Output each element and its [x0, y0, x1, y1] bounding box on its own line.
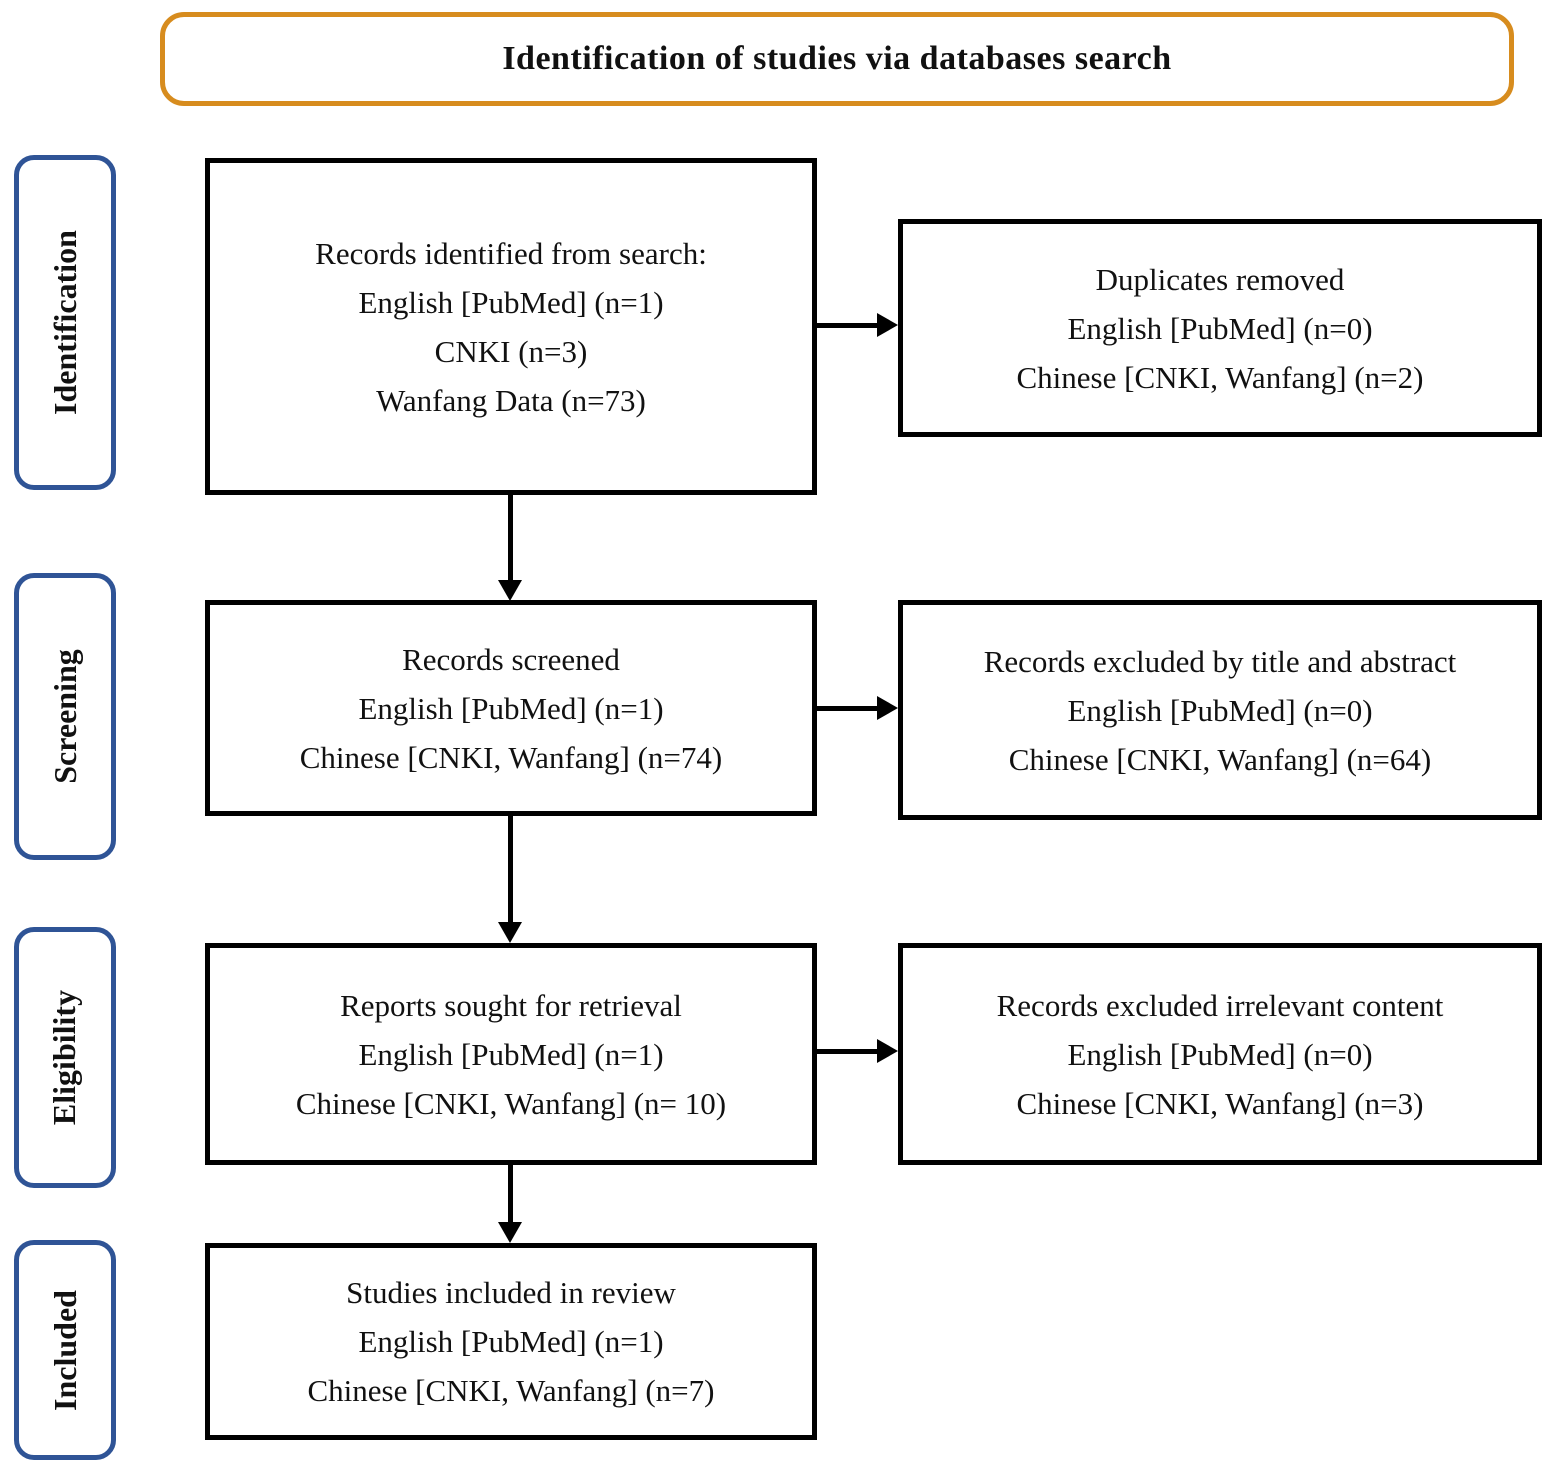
box-records-screened-line: Records screened [402, 641, 620, 677]
box-records-excluded-title-abstract-line: Chinese [CNKI, Wanfang] (n=64) [1008, 741, 1432, 777]
arrow-down-icon [498, 922, 522, 943]
arrow-screened-to-sought-line [508, 815, 513, 923]
stage-identification: Identification [14, 155, 116, 490]
box-duplicates-removed-line: Duplicates removed [1095, 261, 1345, 297]
box-records-excluded-irrelevant-line: Chinese [CNKI, Wanfang] (n=3) [1016, 1085, 1424, 1121]
stage-eligibility-label: Eligibility [46, 989, 83, 1126]
arrow-right-icon [877, 1039, 898, 1063]
box-records-excluded-title-abstract-line: Records excluded by title and abstract [983, 643, 1457, 679]
box-records-screened-line: English [PubMed] (n=1) [358, 690, 664, 726]
box-records-identified-line: Wanfang Data (n=73) [376, 382, 646, 418]
arrow-screened-to-excluded-line [817, 706, 879, 711]
arrow-down-icon [498, 1222, 522, 1243]
arrow-sought-to-excluded-line [817, 1049, 879, 1054]
arrow-right-icon [877, 696, 898, 720]
box-records-excluded-irrelevant-line: English [PubMed] (n=0) [1067, 1036, 1373, 1072]
stage-identification-label: Identification [46, 230, 83, 415]
arrow-sought-to-included-line [508, 1165, 513, 1223]
title-banner: Identification of studies via databases … [160, 12, 1514, 106]
box-reports-sought: Reports sought for retrieval English [Pu… [205, 943, 817, 1165]
box-duplicates-removed-line: Chinese [CNKI, Wanfang] (n=2) [1016, 359, 1424, 395]
box-duplicates-removed-line: English [PubMed] (n=0) [1067, 310, 1373, 346]
arrow-identified-to-screened-line [508, 495, 513, 582]
box-duplicates-removed: Duplicates removed English [PubMed] (n=0… [898, 219, 1542, 437]
box-studies-included-line: Chinese [CNKI, Wanfang] (n=7) [307, 1373, 715, 1408]
box-records-excluded-title-abstract: Records excluded by title and abstract E… [898, 600, 1542, 820]
diagram-title: Identification of studies via databases … [502, 40, 1172, 77]
stage-included-label: Included [46, 1289, 83, 1411]
box-studies-included-line: Studies included in review [346, 1275, 676, 1310]
box-records-excluded-irrelevant: Records excluded irrelevant content Engl… [898, 943, 1542, 1165]
box-records-identified-line: English [PubMed] (n=1) [358, 284, 664, 320]
box-records-identified-line: CNKI (n=3) [434, 333, 588, 369]
box-reports-sought-line: English [PubMed] (n=1) [358, 1036, 664, 1072]
arrow-identified-to-duplicates-line [817, 323, 879, 328]
box-reports-sought-line: Reports sought for retrieval [340, 987, 682, 1023]
stage-eligibility: Eligibility [14, 927, 116, 1188]
arrow-right-icon [877, 313, 898, 337]
box-records-identified: Records identified from search: English … [205, 158, 817, 495]
stage-included: Included [14, 1240, 116, 1460]
box-records-screened: Records screened English [PubMed] (n=1) … [205, 600, 817, 816]
box-studies-included-line: English [PubMed] (n=1) [358, 1324, 664, 1359]
stage-screening: Screening [14, 573, 116, 860]
box-records-screened-line: Chinese [CNKI, Wanfang] (n=74) [299, 739, 723, 775]
arrow-down-icon [498, 580, 522, 601]
stage-screening-label: Screening [46, 649, 83, 784]
box-records-excluded-title-abstract-line: English [PubMed] (n=0) [1067, 692, 1373, 728]
box-reports-sought-line: Chinese [CNKI, Wanfang] (n= 10) [295, 1085, 727, 1121]
box-records-identified-line: Records identified from search: [315, 235, 707, 271]
box-records-excluded-irrelevant-line: Records excluded irrelevant content [996, 987, 1444, 1023]
box-studies-included: Studies included in review English [PubM… [205, 1243, 817, 1440]
